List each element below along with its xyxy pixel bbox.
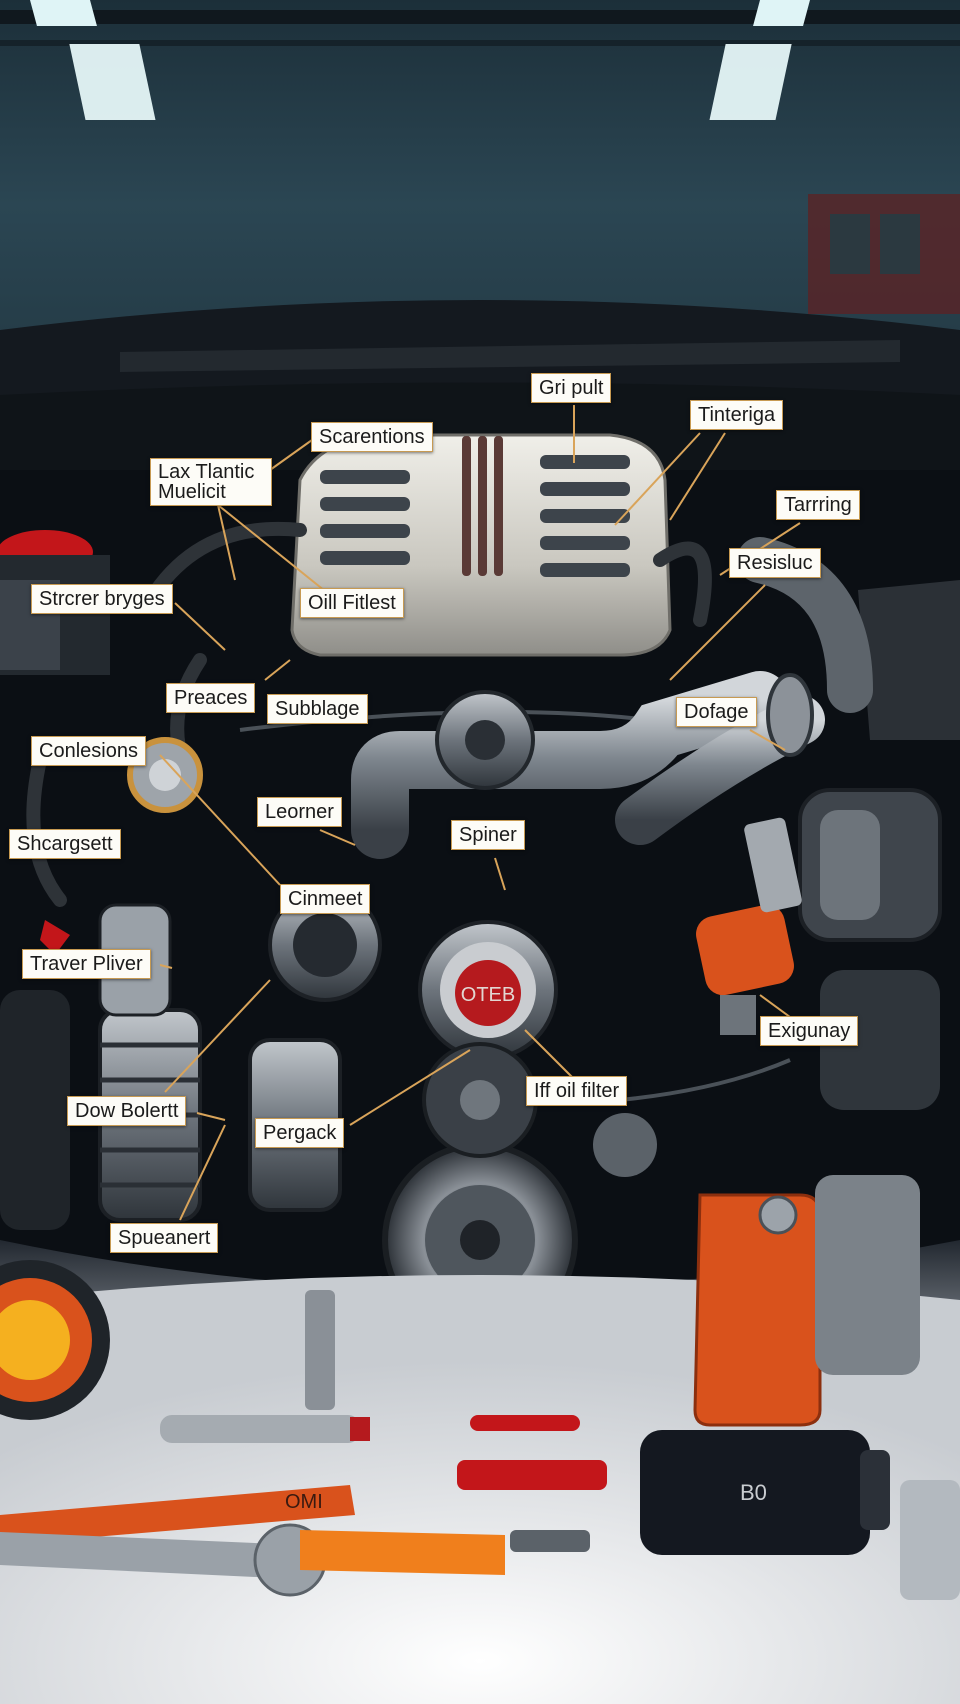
- label-tinteriga: Tinteriga: [690, 400, 784, 430]
- bottle-mark: B0: [740, 1480, 767, 1505]
- label-iff-oil-filter: Iff oil filter: [526, 1076, 628, 1106]
- label-lax-tlantic-line2: Muelicit: [158, 481, 226, 503]
- label-traver-pliver: Traver Pliver: [22, 949, 151, 979]
- label-oill-fitlest: Oill Fitlest: [300, 588, 404, 618]
- label-lax-tlantic-line1: Lax Tlantic: [158, 461, 255, 483]
- label-tarrring: Tarrring: [776, 490, 860, 520]
- label-exigunay: Exigunay: [760, 1016, 859, 1046]
- floor-tools: B0 OMI: [0, 1175, 960, 1600]
- label-subblage: Subblage: [267, 694, 368, 724]
- label-leorner: Leorner: [257, 797, 342, 827]
- wrench-mark: OMI: [285, 1491, 323, 1513]
- label-lax-tlantic: Lax Tlantic Muelicit: [150, 458, 272, 506]
- label-resisluc: Resisluc: [729, 548, 821, 578]
- label-cinmeet: Cinmeet: [280, 884, 371, 914]
- engine-badge-text: OTEB: [461, 984, 515, 1006]
- label-shcargsett: Shcargsett: [9, 829, 121, 859]
- label-spueanert: Spueanert: [110, 1223, 219, 1253]
- label-spiner: Spiner: [451, 820, 525, 850]
- label-scarentions: Scarentions: [311, 422, 433, 452]
- label-conlesions: Conlesions: [31, 736, 146, 766]
- label-dofage: Dofage: [676, 697, 757, 727]
- label-dow-bolertt: Dow Bolertt: [67, 1096, 187, 1126]
- label-pergack: Pergack: [255, 1118, 345, 1148]
- label-gri-pult: Gri pult: [531, 373, 612, 403]
- label-preaces: Preaces: [166, 683, 256, 713]
- label-strer-bryges: Strcrer bryges: [31, 584, 173, 614]
